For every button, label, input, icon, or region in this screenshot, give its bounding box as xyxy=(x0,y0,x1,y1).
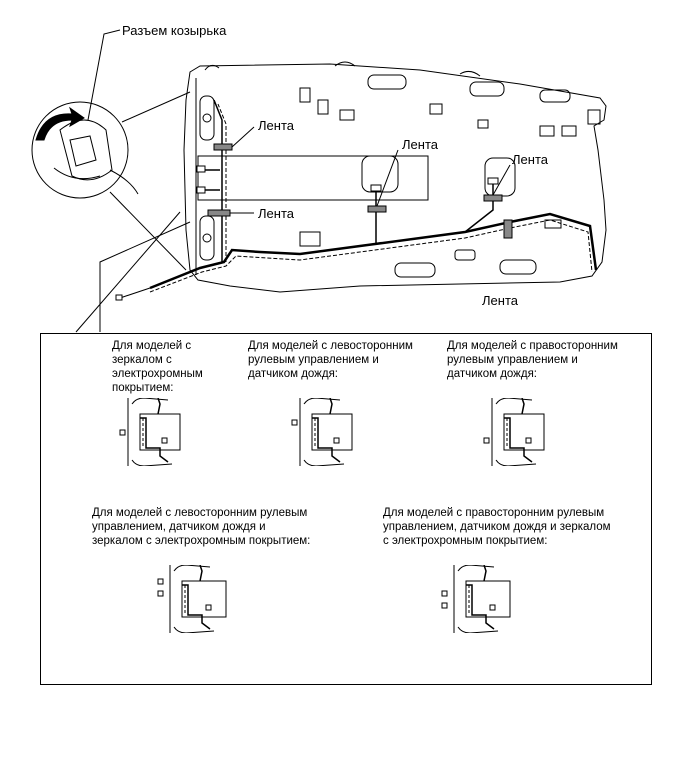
variant-caption: Для моделей с зеркалом с электрохромным … xyxy=(112,340,203,394)
tape-marker xyxy=(483,194,503,202)
tape-marker xyxy=(213,143,233,151)
main-harness xyxy=(149,212,598,290)
variant-diagram xyxy=(291,398,353,466)
tape-marker xyxy=(503,219,513,239)
tape-label: Лента xyxy=(258,118,294,133)
rotate-arrow-icon xyxy=(35,106,85,141)
variant-diagram xyxy=(157,565,227,633)
headliner-outline xyxy=(183,63,607,293)
variant-diagram xyxy=(441,565,511,633)
tape-marker xyxy=(367,205,387,213)
variants-panel xyxy=(40,333,652,685)
tape-label: Лента xyxy=(482,293,518,308)
tape-label: Лента xyxy=(402,137,438,152)
variant-caption: Для моделей с правосторонним рулевым упр… xyxy=(383,507,611,547)
variant-caption: Для моделей с правосторонним рулевым упр… xyxy=(447,340,618,380)
variant-caption: Для моделей с левосторонним рулевым упра… xyxy=(248,340,413,380)
tape-label: Лента xyxy=(258,206,294,221)
visor-connector-detail xyxy=(31,101,129,199)
tape-marker xyxy=(207,209,231,217)
visor-connector-label: Разъем козырька xyxy=(122,23,227,38)
tape-label: Лента xyxy=(512,152,548,167)
variant-diagram xyxy=(483,398,545,466)
variant-caption: Для моделей с левосторонним рулевым упра… xyxy=(92,507,311,547)
variant-diagram xyxy=(119,398,181,466)
